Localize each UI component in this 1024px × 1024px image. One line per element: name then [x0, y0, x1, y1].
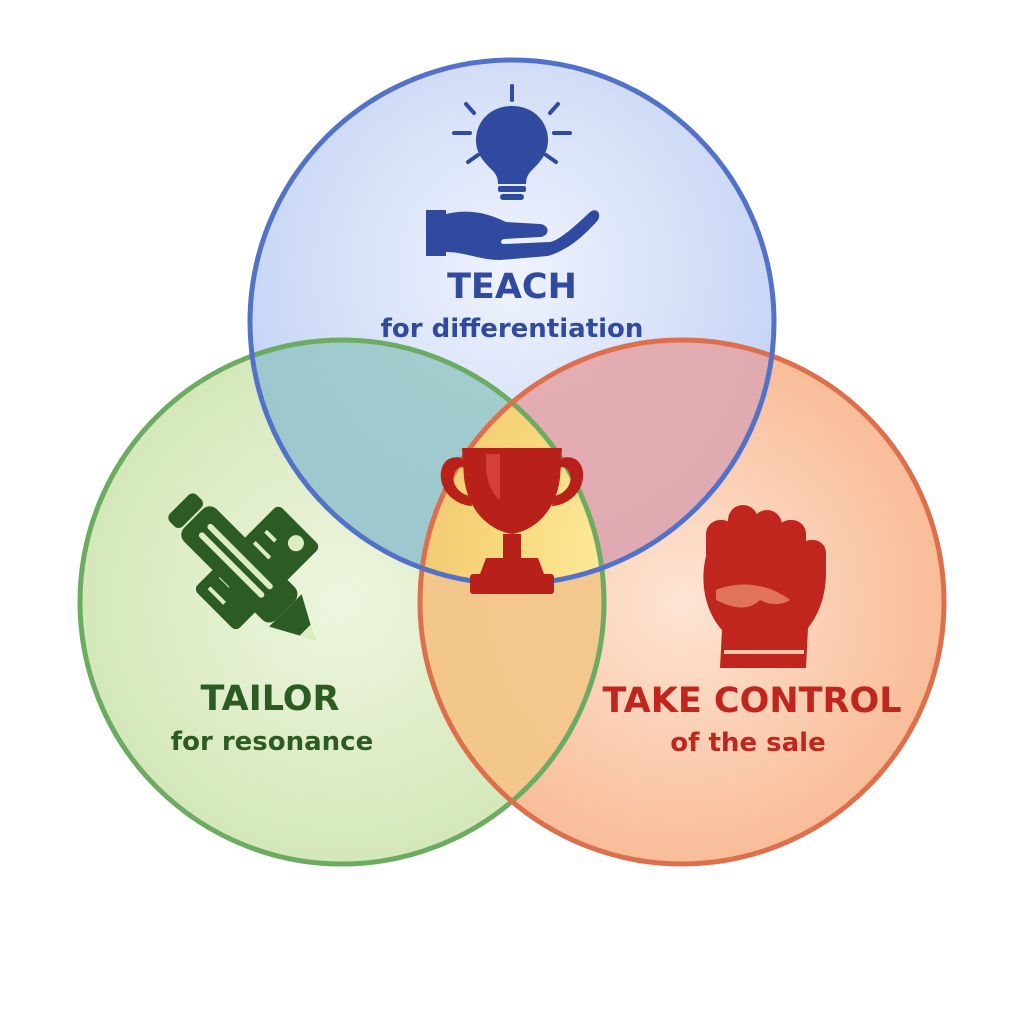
take-control-outline: [417, 337, 947, 867]
teach-subtitle: for differentiation: [381, 314, 644, 344]
raised-fist-icon: [703, 505, 826, 668]
tailor-outline: [77, 337, 607, 867]
lightbulb-hand-icon: [426, 84, 600, 260]
teach-title: TEACH: [447, 267, 577, 307]
take-control-subtitle: of the sale: [670, 728, 825, 758]
trophy-icon: [440, 448, 584, 594]
tailor-title: TAILOR: [200, 679, 339, 719]
tailor-subtitle: for resonance: [171, 727, 373, 757]
take-control-title: TAKE CONTROL: [602, 681, 901, 721]
pencil-ruler-icon: [168, 493, 319, 641]
